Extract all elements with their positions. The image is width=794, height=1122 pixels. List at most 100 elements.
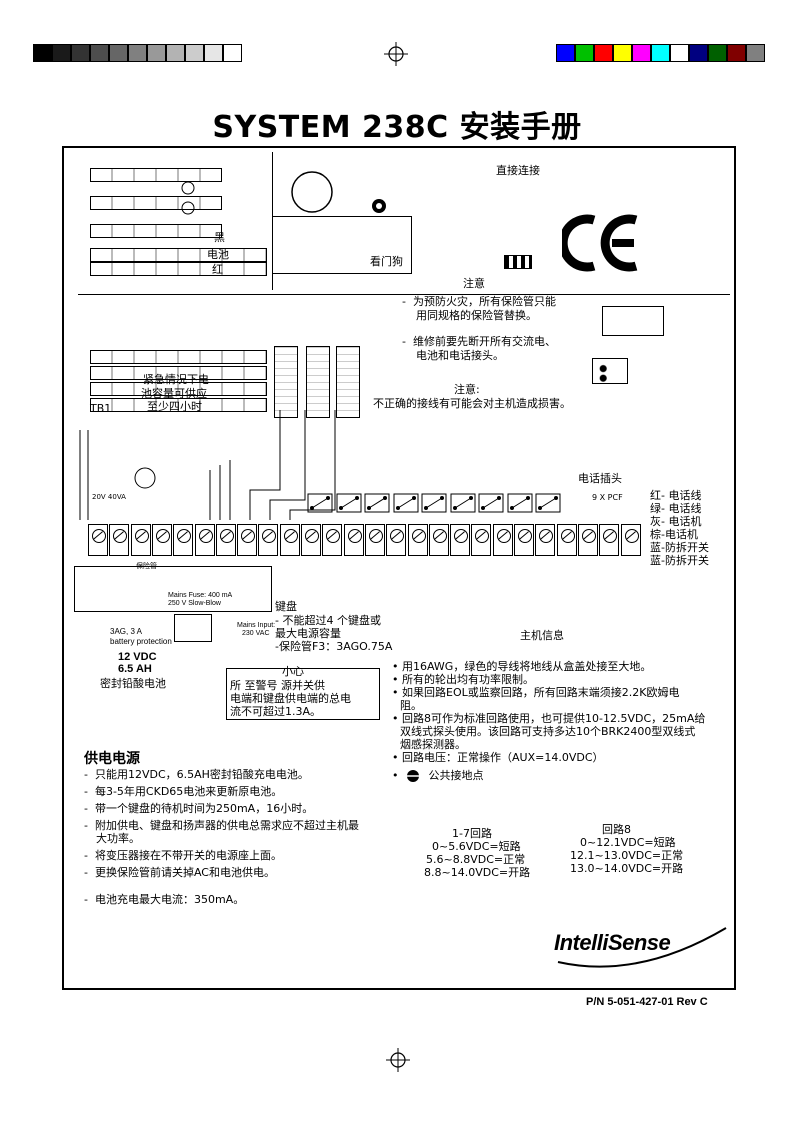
calibration-swatch <box>575 44 594 62</box>
panel-info-3a: • 如果回路EOL或监察回路，所有回路末端须接2.2K欧姆电 <box>392 686 680 699</box>
calibration-swatch <box>185 44 204 62</box>
terminal-block <box>620 524 641 556</box>
emergency-note-3: 至少四小时 <box>147 400 202 413</box>
loop17-title: 1-7回路 <box>452 827 492 840</box>
mains-input-1: Mains Input: <box>237 622 276 629</box>
panel-info-4b: 双线式探头使用。该回路可支持多达10个BRK2400型双线式 <box>400 725 696 738</box>
battery-compartment-top <box>82 152 273 290</box>
relay-icon <box>307 493 333 513</box>
wire-label-4: 棕-电话机 <box>650 528 698 541</box>
calibration-swatch <box>746 44 765 62</box>
caution-box-line-2: 电端和键盘供电端的总电 <box>230 692 351 705</box>
battery-compartment-bottom <box>82 346 272 412</box>
caution-box <box>226 668 380 720</box>
mains-input-2: 230 VAC <box>242 630 270 637</box>
loop8-row-1: 0~12.1VDC=短路 <box>580 836 676 849</box>
mains-fuse-2: 250 V Slow-Blow <box>168 600 221 607</box>
page-title: SYSTEM 238C 安装手册 <box>212 110 582 145</box>
calibration-swatch <box>223 44 242 62</box>
tb1-label: TB1 <box>90 402 112 415</box>
panel-info-6: • 公共接地点 <box>392 769 484 782</box>
terminal-block <box>151 524 172 556</box>
sealed-battery-label: 密封铅酸电池 <box>100 677 166 690</box>
relay-icon <box>535 493 561 513</box>
mains-terminal <box>174 614 212 642</box>
wire-label-6: 蓝-防拆开关 <box>650 554 709 567</box>
relay-icon <box>507 493 532 513</box>
terminal-block <box>173 524 194 556</box>
direct-connect-label: 直接连接 <box>496 164 540 177</box>
pin-icon <box>372 199 386 213</box>
label-box <box>602 306 664 336</box>
battery-label: 电池 <box>207 248 229 261</box>
ce-mark-icon <box>562 214 638 272</box>
terminal-block <box>492 524 513 556</box>
battery-prot-1: 3AG, 3 A <box>110 627 143 636</box>
calibration-swatch <box>109 44 128 62</box>
ps-note-4a: - 附加供电、键盘和扬声器的供电总需求应不超过主机最 <box>84 819 359 832</box>
battery-black-label: 黑 <box>214 231 225 244</box>
terminal-block <box>514 524 534 556</box>
caution-box-line-3: 流不可超过1.3A。 <box>230 705 322 718</box>
loop17-row-2: 5.6~8.8VDC=正常 <box>426 853 526 866</box>
terminal-block <box>386 524 407 556</box>
screw-icon <box>181 201 195 215</box>
ps-note-4b: 大功率。 <box>96 832 140 845</box>
keypad-note-1: - 不能超过4 个键盘或 <box>275 614 381 627</box>
terminal-block <box>577 524 598 556</box>
terminal-block <box>194 524 215 556</box>
terminal-block <box>322 524 343 556</box>
fuse-note-1: - 为预防火灾，所有保险管只能 <box>402 295 556 308</box>
tamper-connector <box>592 358 628 384</box>
caution-label: 注意 <box>463 277 485 290</box>
wiring-lines <box>79 410 336 520</box>
calibration-swatch <box>90 44 109 62</box>
battery-volt: 12 VDC <box>118 651 157 663</box>
calibration-swatch <box>71 44 90 62</box>
calibration-swatch <box>556 44 575 62</box>
ps-note-5: - 将变压器接在不带开关的电源座上面。 <box>84 849 282 862</box>
wiring-diagram-frame <box>62 146 736 990</box>
loop17-row-1: 0~5.6VDC=短路 <box>432 840 521 853</box>
panel-info-4c: 烟感探测器。 <box>400 738 466 751</box>
calibration-swatch <box>147 44 166 62</box>
panel-info-5: • 回路电压：正常操作（AUX=14.0VDC） <box>392 751 604 764</box>
terminal-block <box>599 524 620 556</box>
ps-note-6: - 更换保险管前请关掉AC和电池供电。 <box>84 866 275 879</box>
maint-note-2: 电池和电话接头。 <box>416 349 504 362</box>
ps-note-7: - 电池充电最大电流：350mA。 <box>84 893 245 906</box>
registration-mark-bottom <box>386 1048 410 1072</box>
transformer-label: 20V 40VA <box>92 493 126 501</box>
terminal-block <box>343 524 364 556</box>
ground-point-icon <box>407 770 420 782</box>
panel-info-title: 主机信息 <box>520 629 564 642</box>
battery-ah: 6.5 AH <box>118 663 152 675</box>
maint-note-1: - 维修前要先断开所有交流电、 <box>402 335 556 348</box>
buzzer-icon <box>291 171 333 213</box>
terminal-block <box>301 524 321 556</box>
wire-label-2: 绿- 电话线 <box>650 502 702 515</box>
fuse-f3 <box>336 346 360 418</box>
terminal-block <box>407 524 428 556</box>
protector-label: 保险管 <box>136 562 157 570</box>
relay-icon <box>364 493 390 513</box>
jumper-block <box>504 255 532 269</box>
color-calibration-bar <box>556 44 765 62</box>
caution-box-line-1: 所 至警号 源并关供 <box>230 679 325 692</box>
terminal-block <box>109 524 130 556</box>
terminal-block <box>237 524 258 556</box>
terminal-block <box>471 524 492 556</box>
intellisense-logo: IntelliSense <box>548 922 732 968</box>
terminal-block <box>556 524 577 556</box>
keypad-title: 键盘 <box>275 600 297 613</box>
calibration-swatch <box>33 44 52 62</box>
relay-icon <box>450 493 475 513</box>
calibration-swatch <box>708 44 727 62</box>
watchdog-label: 看门狗 <box>370 255 403 268</box>
battery-red-label: 红 <box>212 263 223 276</box>
loop8-row-3: 13.0~14.0VDC=开路 <box>570 862 684 875</box>
calibration-swatch <box>689 44 708 62</box>
terminal-block <box>450 524 471 556</box>
emergency-note-2: 池容量可供应 <box>141 387 207 400</box>
screw-icon <box>181 181 195 195</box>
